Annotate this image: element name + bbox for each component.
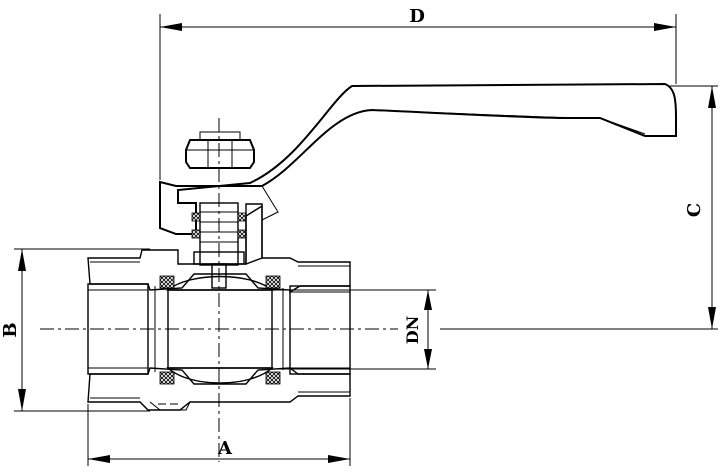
dimension-b-label: B	[0, 322, 21, 337]
valve-ball	[166, 275, 274, 384]
dimension-a: A	[87, 398, 351, 466]
dimension-c: C	[440, 85, 718, 330]
dimension-d-label: D	[409, 6, 425, 27]
dimension-b: B	[0, 248, 150, 412]
dimension-a-label: A	[217, 438, 233, 459]
handle-lever	[159, 82, 677, 235]
dimension-d: D	[159, 6, 677, 180]
valve-stem	[191, 202, 247, 289]
stem-nut	[185, 131, 255, 169]
right-port	[282, 265, 351, 393]
left-port	[87, 261, 156, 399]
dimension-dn: DN	[272, 289, 436, 370]
dimension-dn-label: DN	[403, 316, 422, 345]
valve-body-upper	[87, 203, 351, 294]
ball-seats	[149, 275, 281, 411]
dimension-c-label: C	[684, 203, 705, 217]
